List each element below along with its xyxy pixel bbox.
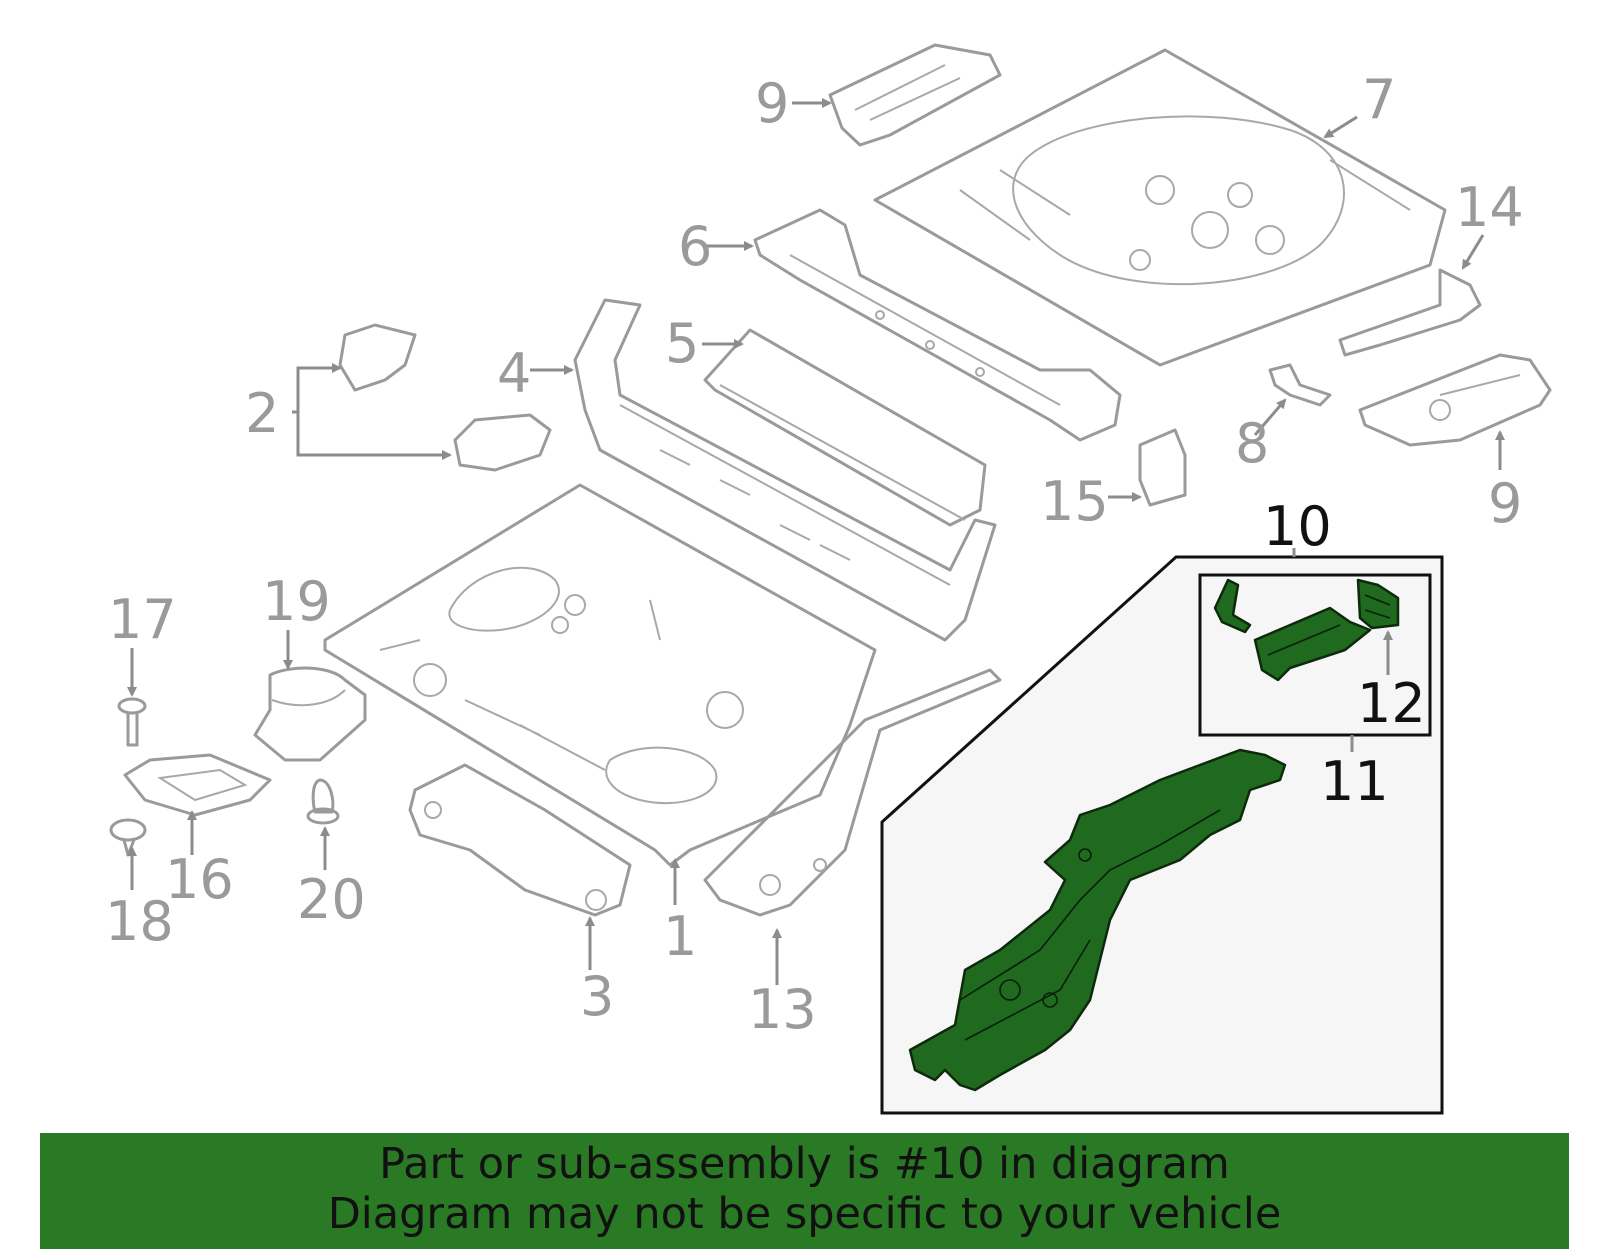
callout-10: 10 (1263, 495, 1332, 558)
part-15-bracket (1138, 428, 1187, 507)
callout-13: 13 (748, 978, 817, 1041)
callout-6: 6 (678, 215, 712, 278)
callout-labels: 1 2 3 4 5 6 7 8 9 9 10 11 12 13 14 15 16… (105, 68, 1524, 1041)
part-9-lower-bracket (1358, 353, 1552, 447)
part-1-floor (323, 483, 877, 867)
part-7-rear-floor-pan (873, 48, 1447, 367)
info-banner: Part or sub-assembly is #10 in diagram D… (40, 1133, 1569, 1249)
callout-20: 20 (297, 868, 366, 931)
part-2-brackets (338, 323, 552, 472)
callout-18: 18 (105, 890, 174, 953)
callout-15: 15 (1040, 470, 1109, 533)
part-16-shield (123, 753, 272, 817)
part-13-side-member (703, 668, 1002, 917)
callout-19: 19 (262, 570, 331, 633)
part-17-bolt (117, 697, 147, 747)
callout-11: 11 (1320, 750, 1389, 813)
callout-17: 17 (108, 588, 177, 651)
part-19-cover (253, 666, 367, 762)
part-6-crossmember (753, 208, 1122, 442)
callout-7: 7 (1362, 68, 1396, 131)
callout-12: 12 (1357, 672, 1426, 735)
banner-line-part-number: Part or sub-assembly is #10 in diagram (379, 1139, 1230, 1189)
callout-4: 4 (497, 342, 531, 405)
part-12-plate (1356, 578, 1400, 630)
part-14-bracket (1338, 268, 1482, 357)
part-11-rail-extension (1213, 578, 1372, 682)
part-8-clip (1268, 363, 1332, 407)
part-18-clip (109, 818, 147, 857)
callout-5: 5 (665, 312, 699, 375)
inset-rail-assembly (880, 555, 1444, 1115)
part-10-side-rail (908, 748, 1287, 1092)
part-5-panel (703, 328, 987, 527)
part-4-rear-panel (573, 298, 997, 642)
callout-8: 8 (1235, 412, 1269, 475)
banner-line-disclaimer: Diagram may not be specific to your vehi… (327, 1189, 1282, 1239)
callout-14: 14 (1455, 176, 1524, 239)
part-3-bracket (408, 763, 632, 917)
callout-9-right: 9 (1488, 472, 1522, 535)
callout-16: 16 (165, 848, 234, 911)
callout-9-top: 9 (755, 72, 789, 135)
callout-3: 3 (580, 965, 614, 1028)
leader-lines (127, 98, 1505, 985)
part-20-clip (306, 778, 340, 825)
callout-1: 1 (663, 905, 697, 968)
callout-2: 2 (245, 382, 279, 445)
part-9-upper-bracket (828, 43, 1002, 147)
